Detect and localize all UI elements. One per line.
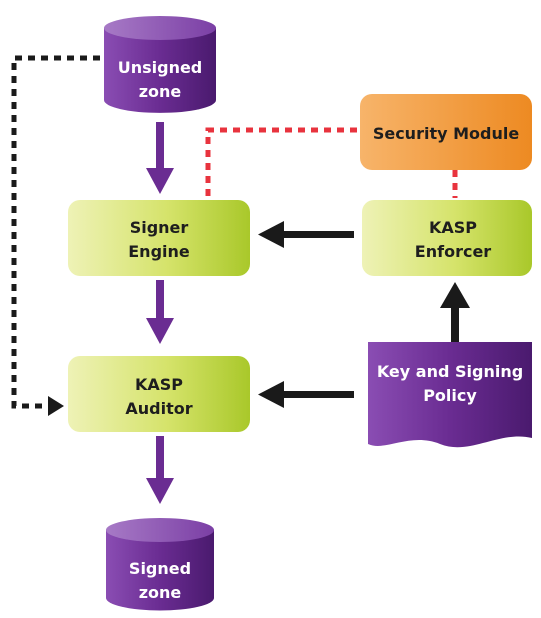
dotted-connector-unsigned-to-auditor bbox=[11, 55, 100, 409]
key-signing-policy-document: Key and Signing Policy bbox=[368, 342, 532, 448]
security-module-box: Security Module bbox=[360, 94, 532, 170]
arrow-policy-to-enforcer bbox=[440, 282, 470, 342]
kasp-auditor-box: KASP Auditor bbox=[68, 356, 250, 432]
arrow-auditor-to-signed bbox=[146, 436, 174, 504]
unsigned-zone-label-line1: Unsigned bbox=[118, 58, 203, 77]
signer-engine-label-line1: Signer bbox=[130, 218, 189, 237]
policy-label-line2: Policy bbox=[423, 386, 477, 405]
signer-engine-box: Signer Engine bbox=[68, 200, 250, 276]
unsigned-zone-cylinder: Unsigned zone bbox=[104, 16, 216, 113]
policy-label-line1: Key and Signing bbox=[377, 362, 523, 381]
dotted-connector-signer-to-security bbox=[205, 127, 360, 196]
arrow-policy-to-auditor bbox=[258, 381, 354, 408]
kasp-auditor-label-line1: KASP bbox=[135, 375, 183, 394]
signed-zone-label-line2: zone bbox=[139, 583, 182, 602]
kasp-enforcer-label-line2: Enforcer bbox=[415, 242, 492, 261]
kasp-enforcer-box: KASP Enforcer bbox=[362, 200, 532, 276]
signed-zone-label-line1: Signed bbox=[129, 559, 191, 578]
signed-zone-cylinder: Signed zone bbox=[106, 518, 214, 611]
arrow-signer-to-auditor bbox=[146, 280, 174, 344]
dotted-connector-arrowhead bbox=[48, 396, 64, 416]
kasp-auditor-label-line2: Auditor bbox=[125, 399, 192, 418]
arrow-unsigned-to-signer bbox=[146, 122, 174, 194]
kasp-enforcer-label-line1: KASP bbox=[429, 218, 477, 237]
signer-engine-label-line2: Engine bbox=[128, 242, 190, 261]
security-module-label: Security Module bbox=[373, 124, 520, 143]
arrow-enforcer-to-signer bbox=[258, 221, 354, 248]
unsigned-zone-label-line2: zone bbox=[139, 82, 182, 101]
